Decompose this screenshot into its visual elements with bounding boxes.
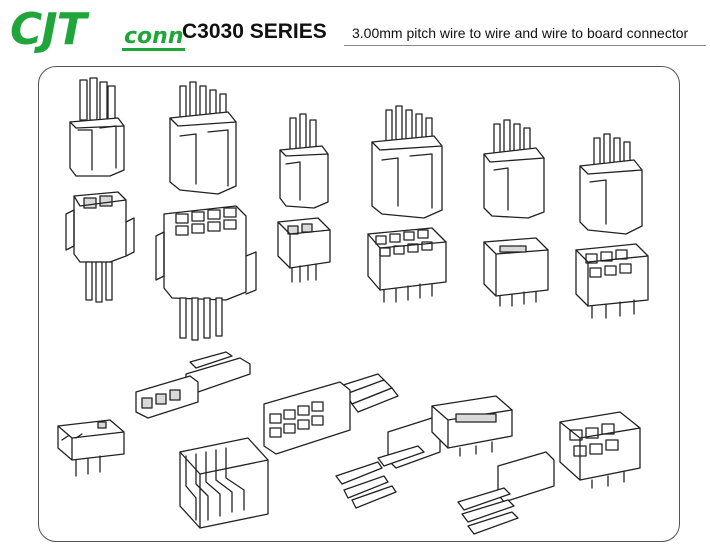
housing-1x2-icon [69, 77, 125, 177]
housing-2x4-icon [169, 81, 237, 195]
wire-connector-1x3-icon [135, 351, 251, 419]
wire-plug-2x3-icon [457, 451, 555, 535]
board-header-2x5-icon [179, 437, 269, 529]
smt-header-1x3-icon [431, 395, 513, 457]
header-1x3-icon [483, 237, 549, 307]
header-2x3-small-icon [277, 217, 331, 283]
logo-main: CJT [10, 4, 87, 55]
housing-2x3-icon [371, 105, 443, 219]
smt-header-2x3-icon [559, 411, 641, 489]
header-2x4-icon [575, 243, 649, 319]
receptacle-2x4-icon [155, 205, 257, 341]
header-2x5-icon [367, 227, 447, 303]
header: CJT conn C3030 SERIES 3.00mm pitch wire … [0, 0, 710, 60]
wire-plug-1x3-icon [335, 417, 441, 509]
housing-1x3-icon [483, 119, 545, 219]
board-header-1x4-icon [57, 419, 125, 477]
housing-2x4-b-icon [579, 133, 643, 235]
wire-connector-2x6-icon [263, 373, 399, 455]
header-rule [344, 45, 706, 46]
logo-sub: conn [122, 24, 186, 51]
series-description: 3.00mm pitch wire to wire and wire to bo… [352, 25, 689, 41]
receptacle-2x2-icon [65, 191, 135, 303]
housing-1x2-small-icon [279, 113, 329, 209]
series-title: C3030 SERIES [182, 20, 327, 43]
